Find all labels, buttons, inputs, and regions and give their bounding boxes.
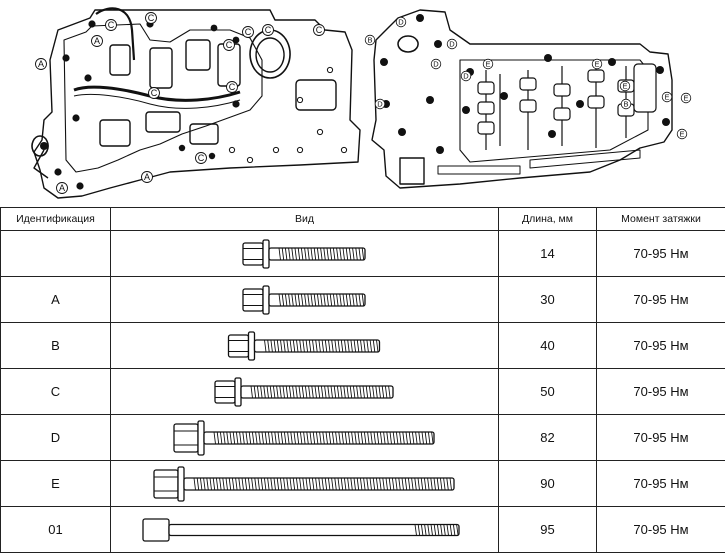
callout-label: C xyxy=(265,25,272,35)
bolt-torque: 70-95 Нм xyxy=(596,322,725,369)
callout-label: E xyxy=(664,93,669,102)
bolt-id xyxy=(0,230,111,277)
bolt-drawing xyxy=(227,331,381,361)
callout-label: E xyxy=(683,94,688,103)
bolt-view-cell xyxy=(110,506,499,553)
callout-label: C xyxy=(316,25,323,35)
bolt-view-cell xyxy=(110,368,499,415)
table-row: 14 70-95 Нм xyxy=(0,230,725,277)
bolt-image xyxy=(227,331,381,361)
bolt-torque: 70-95 Нм xyxy=(596,414,725,461)
bolt-length: 30 xyxy=(498,276,597,323)
bolt-drawing xyxy=(173,420,435,456)
bolt-id: 01 xyxy=(0,506,111,553)
bolt-id: E xyxy=(0,460,111,507)
left-valve-body-drawing xyxy=(31,7,361,199)
right-callouts: D D D D D E E E E E E B B xyxy=(364,16,692,140)
table-row: 01 95 70-95 Нм xyxy=(0,506,725,553)
bolt-torque: 70-95 Нм xyxy=(596,506,725,553)
callout-label: C xyxy=(108,20,115,30)
bolt-drawing xyxy=(214,377,394,407)
left-callouts: C C C C C C C C C A A A A xyxy=(35,12,325,194)
bolt-drawing xyxy=(242,239,366,269)
bolt-torque: 70-95 Нм xyxy=(596,230,725,277)
callout-label: D xyxy=(449,40,455,49)
callout-label: D xyxy=(377,100,383,109)
callout-label: D xyxy=(433,60,439,69)
callout-label: E xyxy=(679,130,684,139)
bolt-view-cell xyxy=(110,322,499,369)
table-row: A 30 70-95 Нм xyxy=(0,276,725,323)
bolt-drawing xyxy=(153,466,455,502)
callout-label: A xyxy=(38,59,44,69)
bolt-length: 82 xyxy=(498,414,597,461)
header-identification: Идентификация xyxy=(0,207,111,231)
valve-body-drawings: C C C C C C C C C A A A A xyxy=(31,7,692,199)
table-header-row: Идентификация Вид Длина, мм Момент затяж… xyxy=(0,207,725,231)
callout-label: E xyxy=(485,60,490,69)
table-row: E 90 70-95 Нм xyxy=(0,460,725,507)
bolt-view-cell xyxy=(110,414,499,461)
header-torque: Момент затяжки xyxy=(596,207,725,231)
callout-label: A xyxy=(144,172,150,182)
header-view: Вид xyxy=(110,207,499,231)
bolt-torque: 70-95 Нм xyxy=(596,276,725,323)
callout-label: E xyxy=(622,82,627,91)
bolt-image xyxy=(214,377,394,407)
bolt-image xyxy=(242,285,366,315)
bolt-spec-table: Идентификация Вид Длина, мм Момент затяж… xyxy=(0,207,725,553)
callout-label: C xyxy=(226,40,233,50)
callout-label: E xyxy=(594,60,599,69)
callout-label: C xyxy=(229,82,236,92)
bolt-image xyxy=(142,518,460,542)
bolt-view-cell xyxy=(110,276,499,323)
bolt-id: A xyxy=(0,276,111,323)
bolt-length: 14 xyxy=(498,230,597,277)
bolt-torque: 70-95 Нм xyxy=(596,460,725,507)
callout-label: D xyxy=(398,18,404,27)
header-length: Длина, мм xyxy=(498,207,597,231)
bolt-drawing xyxy=(242,285,366,315)
bolt-image xyxy=(242,239,366,269)
callout-label: C xyxy=(151,88,158,98)
callout-label: A xyxy=(59,183,65,193)
right-valve-body-drawing xyxy=(371,9,673,189)
bolt-id: C xyxy=(0,368,111,415)
bolt-image xyxy=(153,466,455,502)
callout-label: B xyxy=(367,36,372,45)
bolt-length: 50 xyxy=(498,368,597,415)
callout-label: C xyxy=(245,27,252,37)
bolt-id: B xyxy=(0,322,111,369)
bolt-length: 40 xyxy=(498,322,597,369)
callout-label: B xyxy=(623,100,628,109)
callout-label: C xyxy=(198,153,205,163)
callout-label: D xyxy=(463,72,469,81)
table-row: D 82 70-95 Нм xyxy=(0,414,725,461)
callout-label: C xyxy=(148,13,155,23)
table-row: C 50 70-95 Нм xyxy=(0,368,725,415)
bolt-id: D xyxy=(0,414,111,461)
bolt-image xyxy=(173,420,435,456)
bolt-drawing xyxy=(142,518,460,542)
callout-label: A xyxy=(94,36,100,46)
bolt-view-cell xyxy=(110,230,499,277)
bolt-view-cell xyxy=(110,460,499,507)
bolt-length: 90 xyxy=(498,460,597,507)
bolt-length: 95 xyxy=(498,506,597,553)
table-row: B 40 70-95 Нм xyxy=(0,322,725,369)
bolt-torque: 70-95 Нм xyxy=(596,368,725,415)
